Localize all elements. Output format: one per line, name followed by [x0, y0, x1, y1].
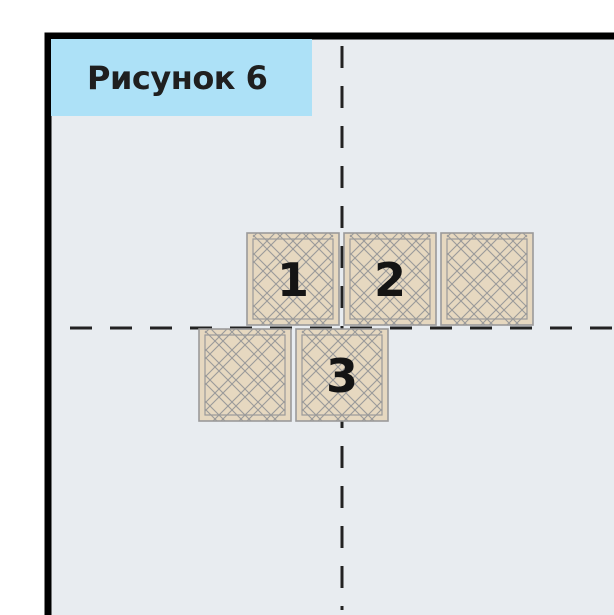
tile-1: 1 — [246, 232, 340, 326]
figure-caption: Рисунок 6 — [87, 59, 267, 97]
tile-number-label: 1 — [277, 253, 309, 307]
caption-box — [51, 39, 312, 116]
tile-number-label: 3 — [326, 349, 358, 403]
tile-3: 3 — [295, 328, 389, 422]
tiles-layer: 1 23 — [198, 232, 534, 422]
tile-bottom-left — [198, 328, 292, 422]
tile-2: 2 — [343, 232, 437, 326]
tile-top-right — [440, 232, 534, 326]
tile-number-label: 2 — [374, 253, 406, 307]
room-wall — [44, 32, 614, 615]
